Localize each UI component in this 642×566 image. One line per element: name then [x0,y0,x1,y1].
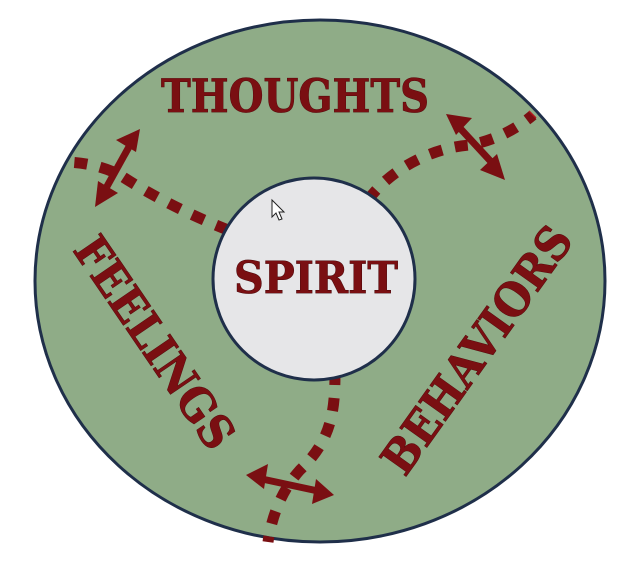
connector-spirit-feelings [61,156,231,236]
connector-spirit-thoughts [363,110,537,204]
double-arrow-icon [246,464,334,504]
tick-mark [528,110,537,119]
inner-circle [211,176,417,382]
mouse-pointer-icon [271,198,286,221]
label-spirit: SPIRIT [234,253,398,304]
double-arrow-icon [95,129,140,207]
double-arrow-icon [446,114,505,180]
connector-spirit-behaviors [262,371,341,543]
label-thoughts: THOUGHTS [161,69,429,123]
